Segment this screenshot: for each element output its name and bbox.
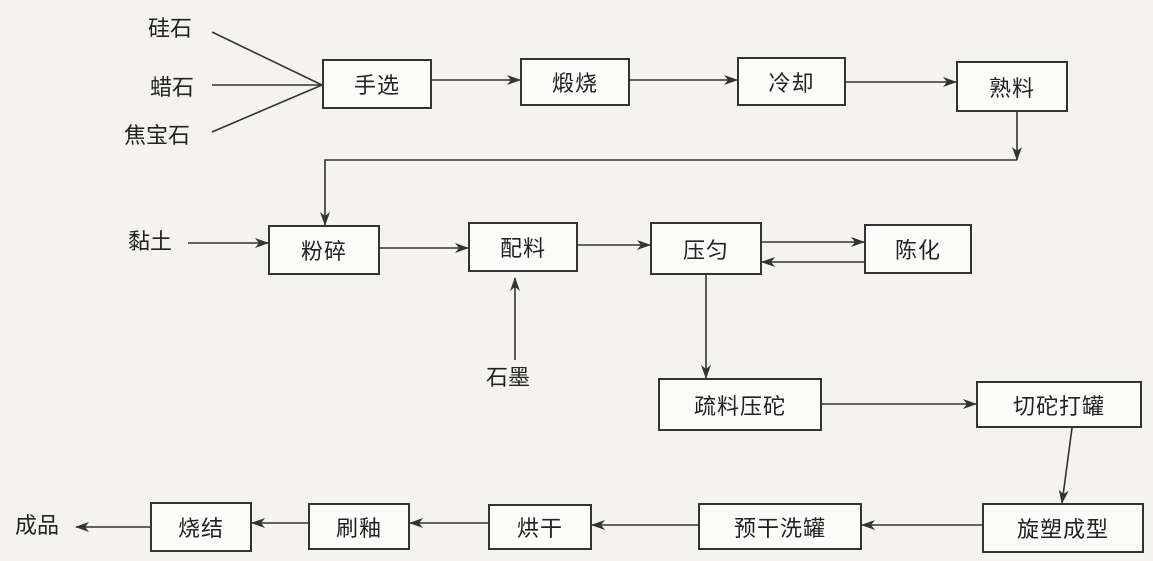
arrow-cut-pot-spin-form — [1058, 427, 1073, 504]
step-spin-form: 旋塑成型 — [982, 503, 1144, 553]
silica-to-hand-select — [211, 31, 323, 86]
input-silica: 硅石 — [148, 17, 193, 42]
step-sinter: 烧结 — [150, 502, 252, 552]
step-loosen-press: 疏料压砣 — [658, 378, 822, 431]
step-predry-wash: 预干洗罐 — [698, 503, 862, 550]
step-cool: 冷却 — [737, 57, 846, 106]
input-coke-stone: 焦宝石 — [124, 124, 191, 149]
step-batch: 配料 — [468, 222, 578, 272]
step-calcine: 煅烧 — [520, 58, 630, 106]
input-clay: 黏土 — [128, 230, 173, 255]
step-press-mix: 压匀 — [650, 222, 762, 275]
step-glaze: 刷釉 — [308, 503, 410, 550]
step-cut-pot: 切砣打罐 — [976, 381, 1142, 428]
step-hand-select: 手选 — [322, 59, 432, 109]
input-wax-stone: 蜡石 — [150, 76, 195, 101]
input-graphite: 石墨 — [486, 366, 531, 391]
step-aging: 陈化 — [864, 224, 972, 274]
arrow-return-to-crush — [320, 159, 1017, 226]
step-dry: 烘干 — [488, 504, 592, 550]
output-product: 成品 — [15, 514, 60, 539]
coke-stone-to-hand-select — [211, 84, 323, 133]
step-clinker: 熟料 — [956, 61, 1068, 112]
step-crush: 粉碎 — [268, 225, 380, 275]
